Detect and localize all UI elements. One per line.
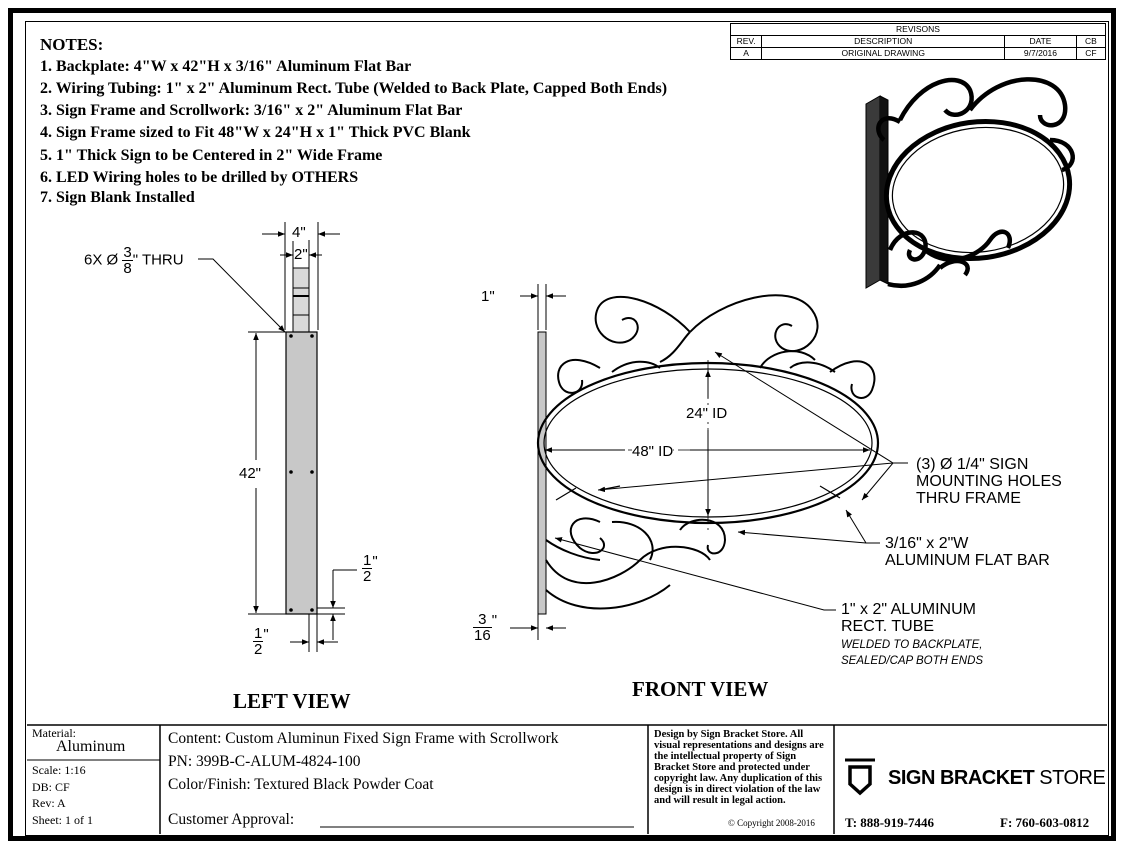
copyright-notice: Design by Sign Bracket Store. All visual… — [654, 729, 824, 806]
callout-tube-line-2: RECT. TUBE — [841, 618, 935, 635]
callout-mounting-holes: (3) Ø 1/4" SIGN MOUNTING HOLES THRU FRAM… — [916, 456, 1062, 507]
front-view-label: FRONT VIEW — [632, 677, 769, 701]
dim-id-height: 24" ID — [686, 405, 728, 422]
half-right-inch: " — [372, 553, 378, 570]
left-view-drawing — [198, 222, 357, 652]
callout-holes-line-2: MOUNTING HOLES — [916, 473, 1062, 490]
half-right-den: 2 — [363, 568, 372, 585]
holes-num: 3 — [122, 244, 133, 261]
revisions-table: REVISONS REV. DESCRIPTION DATE CB A ORIG… — [729, 23, 1107, 60]
company-name-bold: SIGN BRACKET — [888, 767, 1035, 789]
phone-number: T: 888-919-7446 — [845, 815, 934, 830]
company-name-suffix: STORE — [1034, 767, 1106, 789]
callout-bar-line-1: 3/16" x 2"W — [885, 535, 969, 552]
callout-holes-line-3: THRU FRAME — [916, 490, 1021, 507]
plate-den: 16 — [474, 627, 491, 644]
note-3: 3. Sign Frame and Scrollwork: 3/16" x 2"… — [40, 102, 463, 119]
inner-border — [25, 21, 1109, 836]
dim-id-width: 48" ID — [632, 443, 674, 460]
isometric-view-drawing — [865, 77, 1075, 289]
rev-cell-description: ORIGINAL DRAWING — [761, 47, 1006, 60]
callout-tube-note: WELDED TO BACKPLATE, SEALED/CAP BOTH END… — [841, 637, 983, 669]
half-bottom-num: 1 — [253, 625, 264, 642]
note-4: 4. Sign Frame sized to Fit 48"W x 24"H x… — [40, 124, 471, 141]
outer-border — [8, 8, 1116, 841]
note-5: 5. 1" Thick Sign to be Centered in 2" Wi… — [40, 147, 383, 164]
callout-bar-line-2: ALUMINUM FLAT BAR — [885, 552, 1050, 569]
content-description: Content: Custom Aluminun Fixed Sign Fram… — [168, 730, 559, 747]
sheet-number: Sheet: 1 of 1 — [32, 813, 93, 827]
dim-height-42: 42" — [239, 465, 262, 482]
left-view-label: LEFT VIEW — [233, 689, 351, 713]
revision: Rev: A — [32, 796, 66, 810]
dim-tube-2: 2" — [294, 246, 308, 263]
callout-tube-line-1: 1" x 2" ALUMINUM — [841, 601, 976, 618]
customer-approval-field[interactable] — [320, 811, 634, 827]
customer-approval-label: Customer Approval: — [168, 811, 295, 828]
note-2: 2. Wiring Tubing: 1" x 2" Aluminum Rect.… — [40, 80, 668, 97]
note-1: 1. Backplate: 4"W x 42"H x 3/16" Aluminu… — [40, 58, 412, 75]
callout-flat-bar: 3/16" x 2"W ALUMINUM FLAT BAR — [885, 535, 1050, 569]
notes-title: NOTES: — [40, 35, 104, 54]
company-name: SIGN BRACKET STORE — [888, 767, 1106, 790]
plate-inch: " — [491, 612, 498, 629]
plate-num: 3 — [473, 612, 492, 628]
callout-holes-line-1: (3) Ø 1/4" SIGN — [916, 456, 1029, 473]
dim-width-4: 4" — [292, 224, 306, 241]
holes-den: 8 — [123, 260, 132, 277]
color-finish: Color/Finish: Textured Black Powder Coat — [168, 776, 434, 793]
sign-bracket-logo-icon — [845, 758, 875, 796]
callout-tube-note-line-2: SEALED/CAP BOTH ENDS — [841, 655, 984, 667]
half-right-num: 1 — [362, 552, 373, 569]
note-6: 6. LED Wiring holes to be drilled by OTH… — [40, 169, 359, 186]
material-label: Material: — [32, 726, 76, 740]
holes-suffix: " THRU — [132, 251, 184, 269]
rev-cell-rev: A — [729, 47, 763, 60]
half-bottom-den: 2 — [254, 641, 263, 658]
callout-rect-tube: 1" x 2" ALUMINUM RECT. TUBE — [841, 601, 976, 635]
note-7: 7. Sign Blank Installed — [40, 189, 195, 206]
fax-number: F: 760-603-0812 — [1000, 815, 1090, 830]
material-value: Aluminum — [56, 738, 126, 755]
dim-tube-width-1: 1" — [481, 288, 495, 305]
half-bottom-inch: " — [263, 626, 269, 643]
rev-cell-cb: CF — [1075, 47, 1107, 60]
drawn-by: DB: CF — [32, 780, 70, 794]
copyright-year: © Copyright 2008-2016 — [728, 818, 815, 828]
diameter-icon: Ø — [106, 251, 119, 269]
front-view-drawing — [510, 284, 908, 640]
scale: Scale: 1:16 — [32, 763, 86, 777]
part-number: PN: 399B-C-ALUM-4824-100 — [168, 753, 361, 770]
title-block-grid — [27, 724, 1107, 834]
holes-count: 6X — [84, 251, 103, 269]
callout-tube-note-line-1: WELDED TO BACKPLATE, — [841, 639, 983, 651]
